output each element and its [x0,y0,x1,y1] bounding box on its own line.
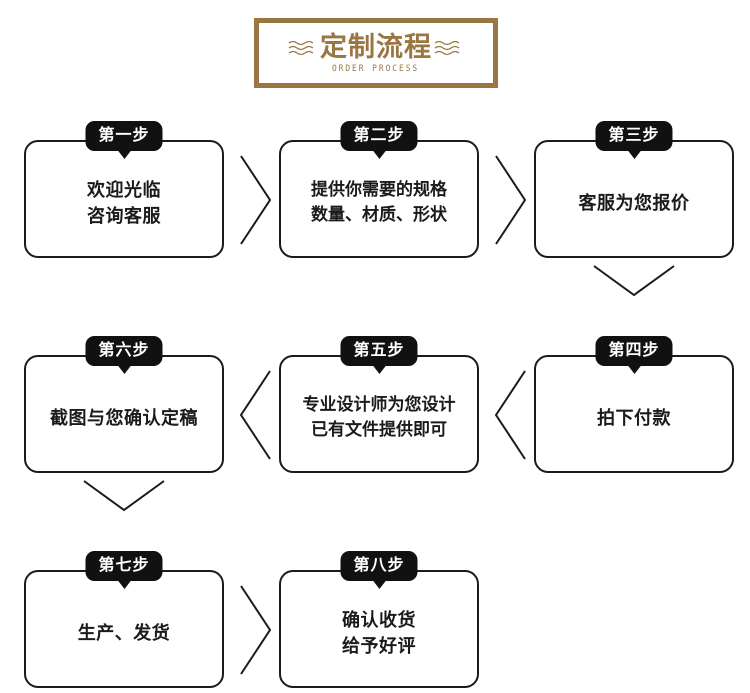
step-badge-3: 第三步 [595,121,673,152]
step-card-7[interactable]: 第七步 生产、发货 [24,551,224,688]
step-card-2[interactable]: 第二步 提供你需要的规格 数量、材质、形状 [279,121,479,258]
step-card-3[interactable]: 第三步 客服为您报价 [534,121,734,258]
step-text-1: 欢迎光临 咨询客服 [87,179,161,226]
step-card-5[interactable]: 第五步 专业设计师为您设计 已有文件提供即可 [279,336,479,473]
chevron-right-step7-to-step8 [237,582,277,678]
chevron-right-step2-to-step3 [492,152,532,248]
step-badge-6: 第六步 [85,336,163,367]
step-card-4[interactable]: 第四步 拍下付款 [534,336,734,473]
chevron-down-step3-to-step4 [591,262,677,302]
step-card-1[interactable]: 第一步 欢迎光临 咨询客服 [24,121,224,258]
wave-lines-icon-right [434,39,464,57]
wave-lines-icon-left [288,39,318,57]
step-badge-1: 第一步 [85,121,163,152]
chevron-down-step6-to-step7 [81,477,167,517]
page-title: 定制流程 [320,32,432,62]
step-text-7: 生产、发货 [77,622,171,643]
step-text-6: 截图与您确认定稿 [50,407,198,428]
step-card-8[interactable]: 第八步 确认收货 给予好评 [279,551,479,688]
chevron-left-step4-to-step5 [492,367,532,463]
step-badge-4: 第四步 [595,336,673,367]
step-badge-2: 第二步 [340,121,418,152]
step-text-5: 专业设计师为您设计 已有文件提供即可 [302,395,456,439]
step-badge-5: 第五步 [340,336,418,367]
title-banner: 定制流程 ORDER PROCESS [254,18,498,88]
step-badge-8: 第八步 [340,551,418,582]
step-text-4: 拍下付款 [597,407,671,428]
step-text-3: 客服为您报价 [578,192,690,213]
step-badge-7: 第七步 [85,551,163,582]
step-text-2: 提供你需要的规格 数量、材质、形状 [311,180,447,224]
step-card-6[interactable]: 第六步 截图与您确认定稿 [24,336,224,473]
title-main-row: 定制流程 [288,34,464,61]
step-text-8: 确认收货 给予好评 [342,609,416,656]
chevron-right-step1-to-step2 [237,152,277,248]
chevron-left-step5-to-step6 [237,367,277,463]
page-subtitle: ORDER PROCESS [332,64,420,74]
